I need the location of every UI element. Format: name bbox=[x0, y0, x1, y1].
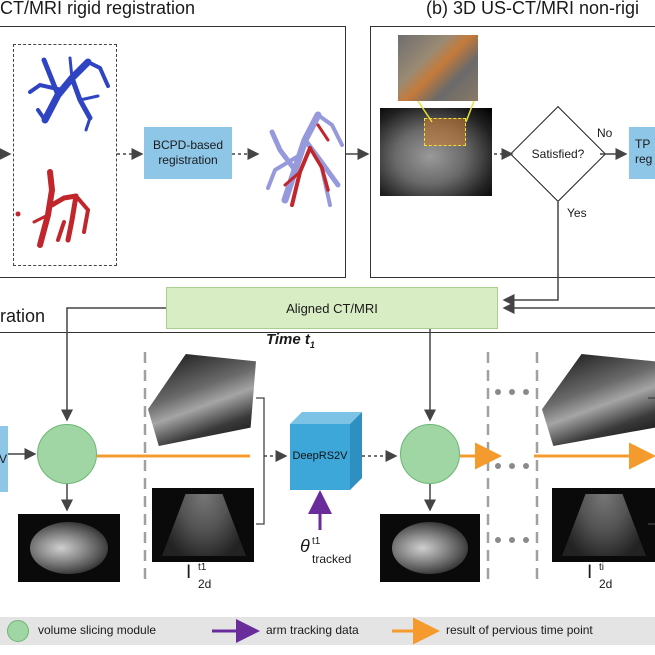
no-label: No bbox=[597, 126, 613, 140]
legend-item-tracking: arm tracking data bbox=[266, 623, 359, 637]
aligned-ct-mri-bar: Aligned CT/MRI bbox=[166, 287, 498, 329]
i2d-t1-base: I bbox=[186, 562, 192, 583]
tps-registration-box: TP reg bbox=[629, 127, 655, 179]
panel-a-title: CT/MRI rigid registration bbox=[0, 0, 196, 18]
volume-slicing-module-2 bbox=[400, 424, 460, 484]
panel-c-frame bbox=[0, 332, 655, 617]
legend-slicing-icon bbox=[7, 620, 29, 642]
panel-a-frame bbox=[0, 26, 346, 278]
us-2d-frame-1 bbox=[152, 488, 254, 562]
yes-label: Yes bbox=[567, 206, 587, 220]
roi-highlight-box bbox=[424, 118, 466, 146]
bcpd-registration-box: BCPD-based registration bbox=[144, 127, 232, 179]
time-label-sub: 1 bbox=[309, 340, 315, 350]
i2d-ti-base: I bbox=[587, 562, 593, 583]
i2d-ti-sup: ti bbox=[599, 562, 604, 573]
fused-us-mri-image bbox=[380, 108, 492, 196]
deeprs2v-label: DeepRS2V bbox=[292, 450, 348, 462]
panel-b-title: (b) 3D US-CT/MRI non-rigi bbox=[426, 0, 640, 18]
theta-sub: tracked bbox=[312, 552, 352, 566]
panel-c-title: ration bbox=[0, 306, 46, 326]
theta-symbol: θ bbox=[300, 536, 310, 556]
mri-slice-image-2 bbox=[380, 514, 480, 582]
volume-slicing-module-1 bbox=[37, 424, 97, 484]
i2d-ti-sub: 2d bbox=[599, 577, 613, 591]
legend-item-slicing: volume slicing module bbox=[38, 623, 157, 637]
i2d-t1-sup: t1 bbox=[198, 562, 207, 573]
us-2d-frame-2 bbox=[552, 488, 655, 562]
legend-item-previous: result of pervious time point bbox=[446, 623, 593, 637]
us-volume-image-2 bbox=[542, 354, 655, 446]
vessel-pair-dashed-box bbox=[13, 44, 117, 266]
us-zoom-image bbox=[398, 35, 478, 101]
theta-sup: t1 bbox=[312, 536, 321, 547]
legend-bar bbox=[0, 617, 655, 645]
i2d-t1-sub: 2d bbox=[198, 577, 212, 591]
decision-label: Satisfied? bbox=[531, 147, 585, 161]
left-cut-box: V bbox=[0, 426, 8, 492]
mri-slice-image-1 bbox=[18, 514, 120, 582]
time-label-text: Time t bbox=[266, 331, 310, 348]
i2d-t1-label: I bbox=[186, 562, 191, 584]
tps-box-line1: TP bbox=[635, 137, 651, 151]
us-volume-image-1 bbox=[148, 354, 256, 446]
i2d-ti-label: I bbox=[587, 562, 592, 584]
tps-box-line2: reg bbox=[635, 152, 653, 166]
time-label: Time t1 bbox=[266, 331, 315, 350]
